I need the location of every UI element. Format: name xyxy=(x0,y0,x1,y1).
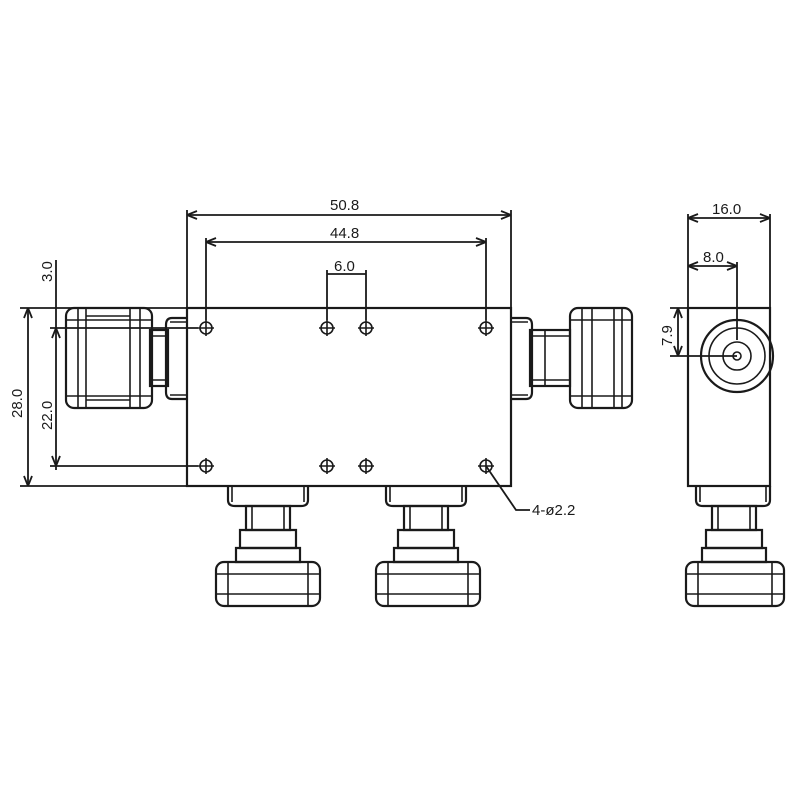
mounting-hole xyxy=(198,320,214,336)
dim-label-44-8: 44.8 xyxy=(330,225,359,242)
right-connector xyxy=(511,306,634,410)
dim-hole-spacing-outer xyxy=(205,237,487,320)
dim-label-22-0: 22.0 xyxy=(39,401,56,430)
mounting-hole xyxy=(319,458,335,474)
main-body xyxy=(185,306,513,488)
dim-label-50-8: 50.8 xyxy=(330,197,359,214)
mounting-hole xyxy=(198,458,214,474)
mounting-hole xyxy=(319,320,335,336)
bottom-connector-right xyxy=(374,486,482,608)
dim-label-8-0: 8.0 xyxy=(703,249,724,266)
side-bottom-connector xyxy=(684,486,786,608)
dim-hole-callout-leader xyxy=(485,465,530,511)
left-connector xyxy=(64,306,187,410)
mounting-hole xyxy=(358,458,374,474)
side-body xyxy=(686,306,772,488)
bottom-connector-left xyxy=(214,486,322,608)
dim-hole-offset-top xyxy=(20,260,198,470)
dim-overall-height xyxy=(20,307,187,487)
dim-label-6-0: 6.0 xyxy=(334,258,355,275)
dim-label-28-0: 28.0 xyxy=(9,389,26,418)
dim-label-16-0: 16.0 xyxy=(712,201,741,218)
mounting-hole xyxy=(358,320,374,336)
dim-side-width xyxy=(687,213,771,308)
dim-hole-spacing-vertical xyxy=(50,327,198,467)
dim-hole-spacing-inner xyxy=(326,270,367,320)
mounting-holes xyxy=(198,320,494,474)
dim-label-7-9: 7.9 xyxy=(659,325,676,346)
dim-side-center-horizontal xyxy=(687,261,738,340)
dim-side-center-vertical xyxy=(670,307,737,357)
mounting-hole xyxy=(478,320,494,336)
dim-label-3-0: 3.0 xyxy=(39,261,56,282)
dim-overall-width xyxy=(186,210,512,308)
dim-label-hole-callout: 4-ø2.2 xyxy=(532,502,575,519)
